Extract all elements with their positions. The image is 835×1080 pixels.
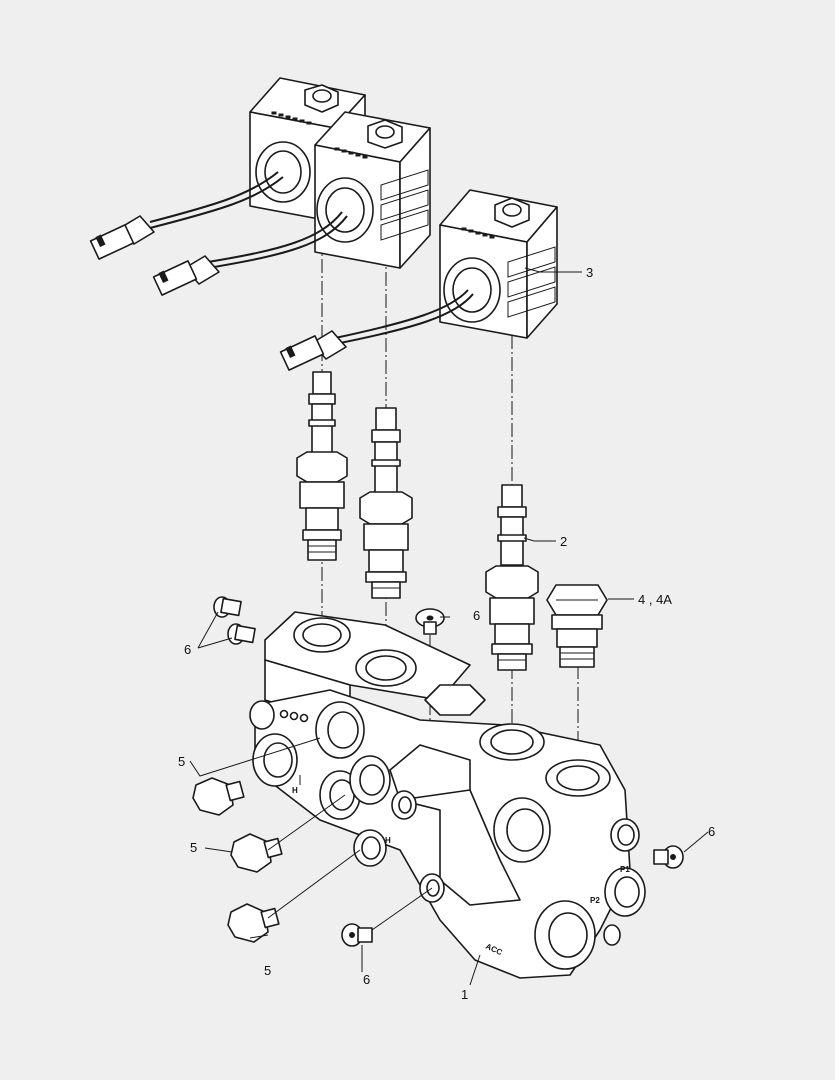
coil-wires: [149, 171, 474, 345]
solenoid-coil-2: [314, 111, 431, 269]
plug-5-bot: [227, 903, 280, 943]
cartridge-valve-c: [485, 484, 539, 671]
plug-6-upper-left-a: [213, 596, 242, 618]
connector-1: [89, 215, 155, 260]
port-label-p2: P2: [590, 896, 600, 905]
plug-6-upper-left-b: [227, 623, 256, 645]
callout-numbers: 3 2 4 , 4A 6 6 5 5 5 6 6 1: [178, 265, 715, 1002]
plug-6-right: [653, 845, 684, 869]
port-label-p1: P1: [620, 865, 630, 874]
plug-5-mid: [230, 833, 283, 873]
callout-3: 3: [586, 265, 593, 280]
plug-5-top: [192, 777, 245, 816]
callout-4-4a: 4 , 4A: [638, 592, 672, 607]
cartridge-valve-a: [296, 371, 348, 561]
callout-6-center: 6: [473, 608, 480, 623]
callout-6-left: 6: [184, 642, 191, 657]
callout-6-right: 6: [708, 824, 715, 839]
port-label-h1: H: [292, 786, 298, 795]
callout-2: 2: [560, 534, 567, 549]
connector-2: [152, 255, 220, 296]
callout-6-bottom: 6: [363, 972, 370, 987]
plug-4-4a: [546, 584, 608, 668]
leader-lines: [189, 267, 709, 986]
plug-6-center: [415, 608, 445, 635]
connector-3: [279, 330, 347, 371]
callout-5-mid: 5: [190, 840, 197, 855]
callout-1: 1: [461, 987, 468, 1002]
port-label-h2: H: [385, 836, 391, 845]
plug-6-bottom: [341, 923, 373, 947]
manifold-body: [249, 611, 646, 979]
cartridge-valve-b: [359, 407, 413, 599]
callout-5-top: 5: [178, 754, 185, 769]
callout-5-bot: 5: [264, 963, 271, 978]
solenoid-coil-3: [439, 189, 558, 339]
